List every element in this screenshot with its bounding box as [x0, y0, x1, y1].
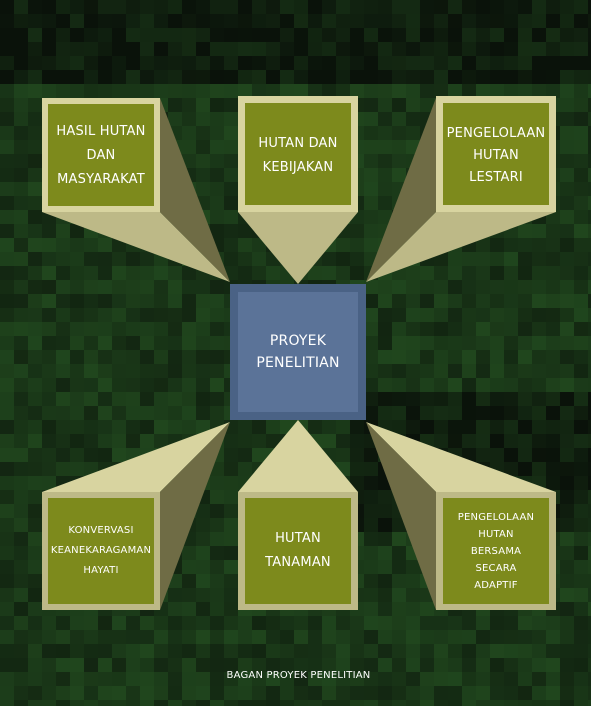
diagram-caption: BAGAN PROYEK PENELITIAN	[226, 670, 371, 681]
node-pengelolaan-bersama: PENGELOLAAN HUTAN BERSAMA SECARA ADAPTIF	[457, 511, 535, 591]
box-frame-bottom-right	[436, 492, 556, 610]
box-frame-top-left	[42, 98, 160, 212]
node-hutan-tanaman: HUTAN TANAMAN	[265, 531, 331, 570]
connector-bottom-right	[366, 422, 556, 610]
box-frame-bottom-center	[238, 492, 358, 610]
connector-bottom-left	[42, 422, 230, 610]
connector-top-right	[366, 98, 556, 282]
node-hasil-hutan: HASIL HUTAN DAN MASYARAKAT	[56, 124, 146, 187]
center-node-frame	[230, 284, 366, 420]
box-frame-bottom-left	[42, 492, 160, 610]
node-konvervasi: KONVERVASI KEANEKARAGAMAN HAYATI	[50, 525, 152, 576]
node-hutan-kebijakan: HUTAN DAN KEBIJAKAN	[258, 136, 338, 175]
connector-top-center	[238, 212, 358, 284]
box-frame-top-right	[436, 96, 556, 212]
center-node-label: PROYEK PENELITIAN	[256, 333, 340, 371]
box-frame-top-center	[238, 96, 358, 212]
node-pengelolaan-lestari: PENGELOLAAN HUTAN LESTARI	[446, 126, 546, 185]
connector-bottom-center	[238, 420, 358, 492]
connector-top-left	[42, 98, 230, 282]
